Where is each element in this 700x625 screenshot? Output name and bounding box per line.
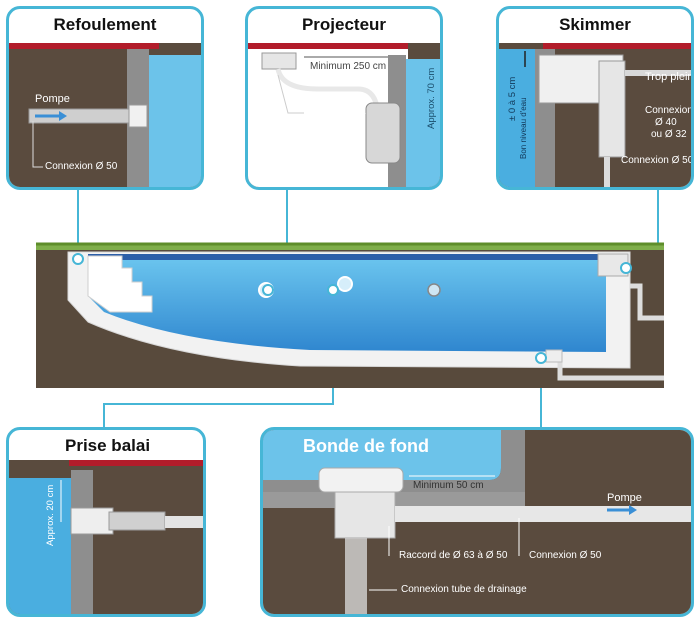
skimmer-panel: Skimmer Trop plein Connexion Ø 40 ou Ø 3… [496,6,694,190]
panel-title: Skimmer [559,15,631,34]
ou32-label: ou Ø 32 [651,129,687,140]
bonde-panel: Bonde de fond Minimum 50 cm Pompe Raccor… [260,427,694,617]
passe-cables-label: Passe-câbles [306,107,367,118]
connexion-label: Connexion Ø 50 [45,161,118,172]
refoulement-panel: Refoulement Pompe Connexion Ø 50 [6,6,204,190]
niveau-label: Bon niveau d'eau [519,97,528,159]
connexion-label: Connexion Ø 50 [529,550,602,561]
approx-label: Approx. 20 cm [45,484,56,546]
projecteur-panel: Projecteur Minimum 250 cm Passe-câbles A… [245,6,443,190]
trop-plein-label: Trop plein [645,71,694,83]
skimmer-illustration [499,43,691,187]
connexion-50-label: Connexion Ø 50 [621,155,694,166]
o40-label: Ø 40 [655,117,677,128]
minimum-label: Minimum 250 cm [310,61,387,72]
hauteur-label: ± 0 à 5 cm [507,76,518,121]
panel-title: Prise balai [65,436,151,455]
bonde-illustration [263,430,691,614]
prise-balai-panel: Prise balai Approx. 20 cm [6,427,206,617]
minimum-label: Minimum 50 cm [413,480,484,491]
prise-balai-illustration [9,460,203,614]
panel-title: Bonde de fond [303,436,429,456]
pompe-label: Pompe [607,492,642,504]
panel-title: Refoulement [53,15,157,34]
connexion-40-label: Connexion [645,105,693,116]
refoulement-illustration [9,43,201,187]
pompe-label: Pompe [35,93,70,105]
panel-title: Projecteur [301,15,387,34]
approx-label: Approx. 70 cm [426,67,437,129]
projecteur-illustration [248,43,440,187]
raccord-label: Raccord de Ø 63 à Ø 50 [399,550,508,561]
drainage-label: Connexion tube de drainage [401,584,527,595]
